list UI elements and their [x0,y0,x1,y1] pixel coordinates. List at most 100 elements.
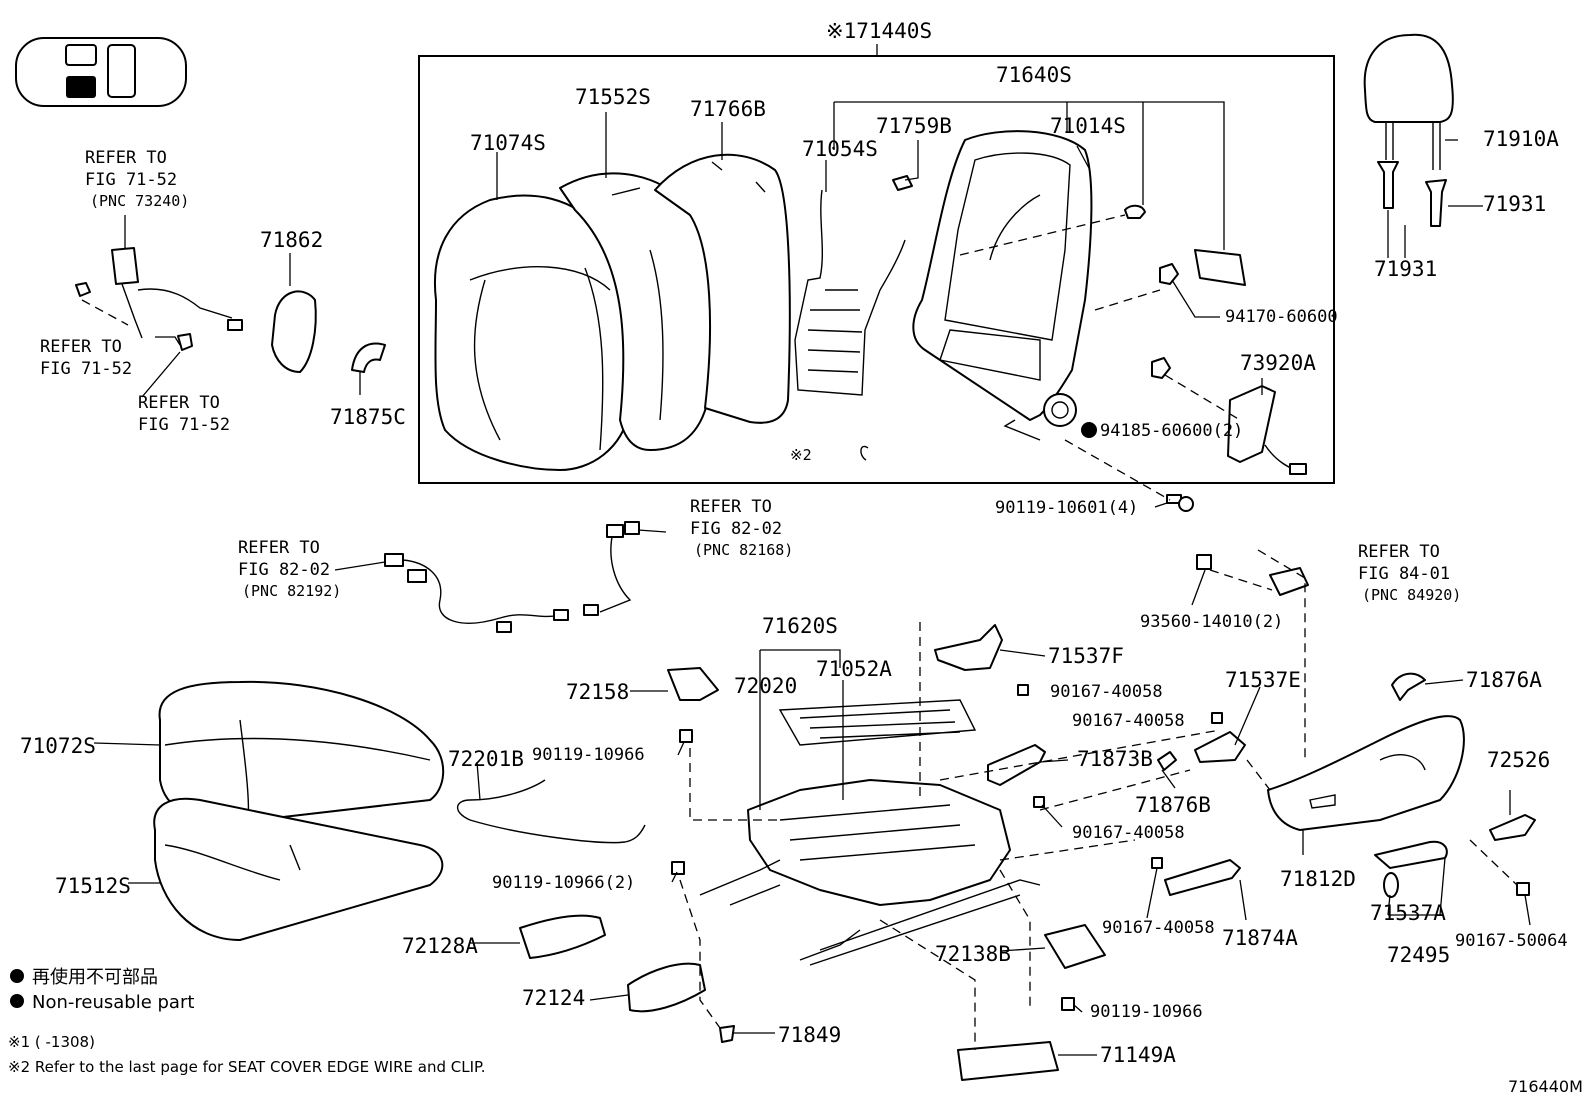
label-90167-40058-a: 90167-40058 [1050,682,1163,702]
refer-2-line1: REFER TO [40,337,122,357]
refer-5-line1: REFER TO [238,538,320,558]
label-71014s: 71014S [1050,114,1126,138]
refer-5-line2: FIG 82-02 [238,560,330,580]
label-71552s: 71552S [575,85,651,109]
label-72020: 72020 [734,674,797,698]
legend-note2: ※2 Refer to the last page for SEAT COVER… [8,1058,485,1076]
cushion-spring-71052a [778,699,977,746]
label-71766b: 71766B [690,97,766,121]
label-90119-10601: 90119-10601(4) [995,498,1138,518]
knob-72526 [1489,814,1536,841]
label-90167-40058-c: 90167-40058 [1072,823,1185,843]
nut-94170-60600 [1159,263,1179,285]
cover-72128a [519,914,606,959]
refer-6-line3: (PNC 84920) [1362,586,1461,604]
legend-en: Non-reusable part [32,992,194,1013]
bracket-71873b [987,744,1046,786]
seat-cushion-pad-71512s [153,797,444,941]
headrest-guide-71931 [1377,161,1447,227]
refer-1-line3: (PNC 73240) [90,192,189,210]
label-73920a: 73920A [1240,351,1316,375]
side-cover-71812d [1267,715,1465,831]
wire-harness-82192 [384,553,569,633]
non-reusable-bullet [1081,422,1097,438]
seat-adjuster-71620s [699,779,1041,966]
refer-4-line1: REFER TO [690,497,772,517]
bolt-90119-10601 [1166,494,1194,512]
label-71537a: 71537A [1370,901,1446,925]
refer-1-line2: FIG 71-52 [85,170,177,190]
refer-4-line3: (PNC 82168) [694,541,793,559]
label-71074s: 71074S [470,131,546,155]
label-72124: 72124 [522,986,585,1010]
bracket-lumbar [1194,249,1246,286]
label-71149a: 71149A [1100,1043,1176,1067]
label-71512s: 71512S [55,874,131,898]
label-90167-40058-b: 90167-40058 [1072,711,1185,731]
label-72526: 72526 [1487,748,1550,772]
label-71537f: 71537F [1048,644,1124,668]
seat-locator-icon [15,37,187,107]
label-71931-right: 71931 [1483,192,1546,216]
leader-lines [93,101,1531,1056]
seatbelt-buckle [75,247,243,351]
label-90119-10966-c: 90119-10966 [1090,1002,1203,1022]
bolts-90119-10966 [671,729,1075,1011]
cover-71876a [1391,672,1426,701]
refer-1-line1: REFER TO [85,148,167,168]
legend-bullet-en [10,994,24,1008]
label-71537e: 71537E [1225,668,1301,692]
clip-small [1124,204,1146,219]
label-72128a: 72128A [402,934,478,958]
refer-4-line2: FIG 82-02 [690,519,782,539]
part-labels: ※171440S 71640S 71552S 71766B 71074S 717… [20,19,1568,1067]
label-72158: 72158 [566,680,629,704]
refer-6-line2: FIG 84-01 [1358,564,1450,584]
legend-note1: ※1 ( -1308) [8,1033,95,1051]
clip-71759b [892,175,913,191]
wire-72201b [456,779,646,844]
wire-harness-82168 [583,521,640,616]
label-90119-10966-a: 90119-10966 [532,745,645,765]
legend: 再使用不可部品 Non-reusable part ※1 ( -1308) ※2… [8,967,1583,1096]
label-90167-40058-d: 90167-40058 [1102,918,1215,938]
label-71875c: 71875C [330,405,406,429]
switch-84920 [1269,567,1309,596]
tray-71149a [957,1041,1059,1081]
label-71876a: 71876A [1466,668,1542,692]
label-71620s: 71620S [762,614,838,638]
screw-93560 [1196,554,1212,570]
label-71862: 71862 [260,228,323,252]
refer-5-line3: (PNC 82192) [242,582,341,600]
label-71640s: 71640S [996,63,1072,87]
legend-jp: 再使用不可部品 [32,967,158,988]
bracket-71874a [1164,859,1241,896]
nut-94185-60600 [1151,357,1171,379]
headrest-71910a [1363,33,1454,170]
cover-71875c [351,342,386,373]
label-71873b: 71873B [1077,747,1153,771]
refer-labels: REFER TO FIG 71-52 (PNC 73240) REFER TO … [40,148,1461,604]
refer-3-line1: REFER TO [138,393,220,413]
label-71931-left: 71931 [1374,257,1437,281]
label-71910a: 71910A [1483,127,1559,151]
label-90167-50064: 90167-50064 [1455,931,1568,951]
refer-2-line2: FIG 71-52 [40,359,132,379]
label-93560-14010: 93560-14010(2) [1140,612,1283,632]
label-72138b: 72138B [935,942,1011,966]
seatback-board-71766b [654,153,791,424]
seatback-cover-71074s [434,194,636,471]
label-94185-60600: 94185-60600(2) [1100,421,1243,441]
label-71874a: 71874A [1222,926,1298,950]
label-72495: 72495 [1387,943,1450,967]
cover-72138b [1044,924,1106,969]
cover-71537e [1194,731,1246,763]
cover-71537a [1383,872,1399,898]
diagram-code: 716440M [1508,1077,1583,1096]
dashed-lines [81,214,1518,1050]
cover-71862 [271,290,317,373]
cover-71537f [934,624,1003,671]
label-71440s: ※171440S [826,19,932,43]
clip-71849 [719,1025,735,1043]
